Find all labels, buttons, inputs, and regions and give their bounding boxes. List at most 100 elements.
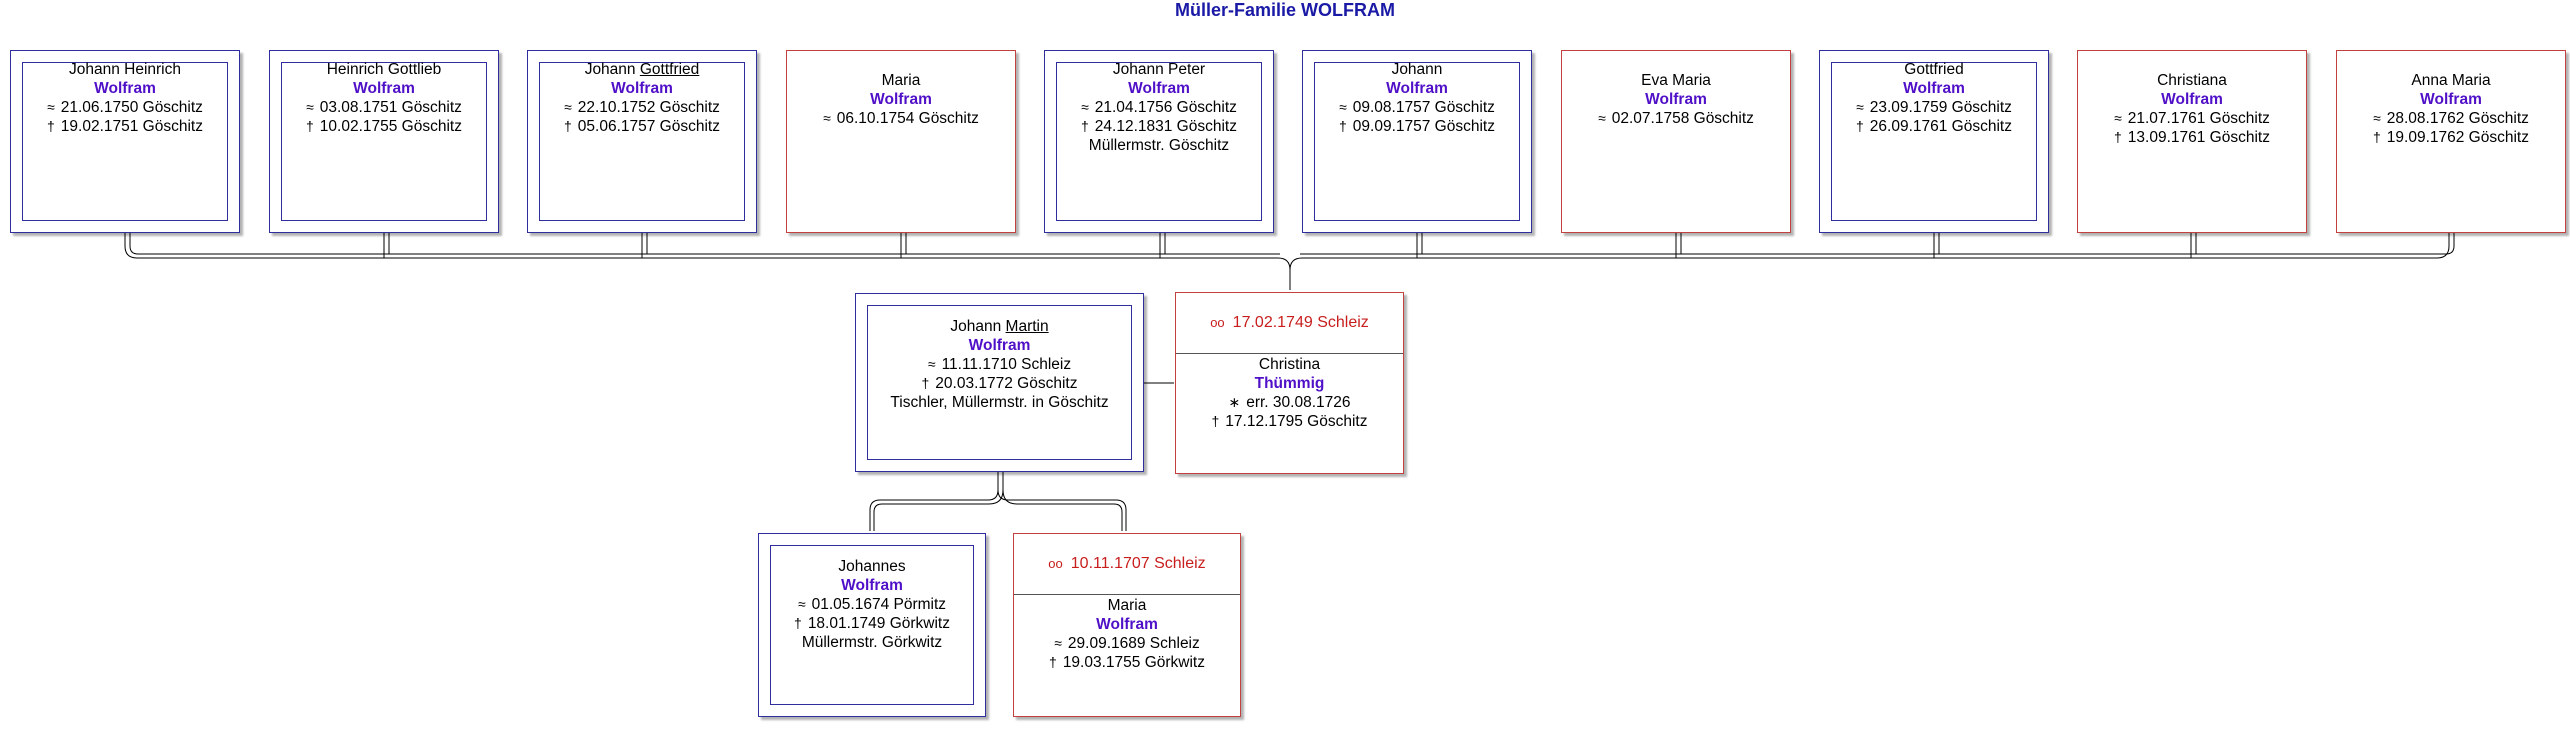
child-card[interactable]: Johann Wolfram ≈09.08.1757 Göschitz †09.… bbox=[1302, 50, 1532, 233]
children-bus-line bbox=[124, 233, 1291, 290]
card-inner-frame bbox=[281, 62, 487, 221]
baptism-icon: ≈ bbox=[1856, 99, 1864, 115]
surname: Wolfram bbox=[870, 91, 932, 108]
focus-person-card[interactable]: Johann Martin Wolfram ≈11.11.1710 Schlei… bbox=[855, 293, 1144, 472]
death-event: †18.01.1749 Görkwitz bbox=[794, 615, 950, 632]
baptism-event: ≈28.08.1762 Göschitz bbox=[2373, 110, 2529, 127]
chart-title: Müller-Familie WOLFRAM bbox=[1175, 0, 1395, 20]
baptism-icon: ≈ bbox=[1598, 110, 1606, 126]
card-inner-frame bbox=[22, 62, 228, 221]
death-icon: † bbox=[794, 615, 802, 631]
parents-link-line bbox=[873, 472, 1004, 531]
child-card[interactable]: Johann Gottfried Wolfram ≈22.10.1752 Gös… bbox=[527, 50, 757, 233]
given-name: Christiana bbox=[2157, 72, 2227, 89]
spouse-card[interactable]: oo 17.02.1749 Schleiz Christina Thümmig ∗… bbox=[1175, 292, 1404, 474]
surname: Wolfram bbox=[1645, 91, 1707, 108]
card-inner-frame bbox=[867, 305, 1132, 460]
surname: Wolfram bbox=[1386, 80, 1448, 97]
baptism-event: ≈29.09.1689 Schleiz bbox=[1054, 635, 1200, 652]
death-icon: † bbox=[1049, 654, 1057, 670]
surname: Wolfram bbox=[94, 80, 156, 97]
child-card[interactable]: Eva Maria Wolfram ≈02.07.1758 Göschitz bbox=[1561, 50, 1791, 233]
child-card[interactable]: Anna Maria Wolfram ≈28.08.1762 Göschitz … bbox=[2336, 50, 2566, 233]
occupation: Müllermstr. Görkwitz bbox=[801, 634, 943, 651]
baptism-icon: ≈ bbox=[927, 356, 936, 372]
baptism-icon: ≈ bbox=[1054, 635, 1062, 651]
parents-link-line bbox=[1002, 489, 1123, 531]
surname: Wolfram bbox=[968, 337, 1031, 354]
baptism-icon: ≈ bbox=[797, 596, 806, 612]
given-name: Eva Maria bbox=[1641, 72, 1711, 89]
children-bus-line bbox=[129, 233, 1280, 255]
father-card[interactable]: Johannes Wolfram ≈01.05.1674 Pörmitz †18… bbox=[758, 533, 986, 717]
given-name: Christina bbox=[1258, 356, 1321, 373]
surname: Wolfram bbox=[353, 80, 415, 97]
surname: Wolfram bbox=[1903, 80, 1965, 97]
card-inner-frame bbox=[770, 545, 974, 705]
given-name: Heinrich Gottlieb bbox=[326, 61, 442, 78]
surname: Wolfram bbox=[1128, 80, 1190, 97]
given-name: Johann Gottfried bbox=[584, 61, 700, 78]
death-event: †24.12.1831 Göschitz bbox=[1081, 118, 1237, 135]
marriage-rings-icon: oo bbox=[1048, 556, 1063, 571]
surname: Wolfram bbox=[841, 577, 903, 594]
given-name: Gottfried bbox=[1904, 61, 1964, 78]
baptism-icon: ≈ bbox=[564, 99, 572, 115]
surname: Wolfram bbox=[2420, 91, 2482, 108]
child-card[interactable]: Maria Wolfram ≈06.10.1754 Göschitz bbox=[786, 50, 1016, 233]
death-event: †13.09.1761 Göschitz bbox=[2114, 129, 2270, 146]
card-inner-frame bbox=[1056, 62, 1262, 221]
death-event: †05.06.1757 Göschitz bbox=[564, 118, 720, 135]
baptism-event: ≈23.09.1759 Göschitz bbox=[1856, 99, 2012, 116]
child-card[interactable]: Johann Peter Wolfram ≈21.04.1756 Göschit… bbox=[1044, 50, 1274, 233]
card-inner-frame bbox=[539, 62, 745, 221]
given-name: Johannes bbox=[838, 558, 906, 575]
given-name: Anna Maria bbox=[2411, 72, 2491, 89]
occupation: Tischler, Müllermstr. in Göschitz bbox=[890, 394, 1109, 411]
surname: Wolfram bbox=[1096, 616, 1158, 633]
baptism-icon: ≈ bbox=[1339, 99, 1347, 115]
baptism-event: ≈02.07.1758 Göschitz bbox=[1598, 110, 1754, 127]
death-icon: † bbox=[47, 118, 55, 134]
surname: Wolfram bbox=[611, 80, 673, 97]
marriage-rings-icon: oo bbox=[1210, 315, 1225, 330]
baptism-icon: ≈ bbox=[823, 110, 831, 126]
baptism-event: ≈06.10.1754 Göschitz bbox=[823, 110, 979, 127]
baptism-event: ≈03.08.1751 Göschitz bbox=[306, 99, 462, 116]
given-name: Johann Martin bbox=[950, 318, 1049, 335]
parents-link-line bbox=[869, 472, 999, 531]
death-icon: † bbox=[2373, 129, 2381, 145]
child-card[interactable]: Christiana Wolfram ≈21.07.1761 Göschitz … bbox=[2077, 50, 2307, 233]
parents-link-line bbox=[997, 489, 1127, 531]
given-name: Johann Heinrich bbox=[68, 61, 181, 78]
marriage-date: 10.11.1707 Schleiz bbox=[1070, 555, 1206, 572]
given-name: Maria bbox=[1107, 597, 1147, 614]
death-event: †20.03.1772 Göschitz bbox=[921, 375, 1078, 392]
death-icon: † bbox=[306, 118, 314, 134]
marriage-date: 17.02.1749 Schleiz bbox=[1232, 314, 1369, 331]
baptism-event: ≈21.07.1761 Göschitz bbox=[2114, 110, 2270, 127]
child-card[interactable]: Gottfried Wolfram ≈23.09.1759 Göschitz †… bbox=[1819, 50, 2049, 233]
child-card[interactable]: Johann Heinrich Wolfram ≈21.06.1750 Gösc… bbox=[10, 50, 240, 233]
marriage-header: oo 10.11.1707 Schleiz bbox=[1014, 534, 1240, 595]
baptism-icon: ≈ bbox=[2373, 110, 2381, 126]
baptism-icon: ≈ bbox=[306, 99, 314, 115]
birth-icon: ∗ bbox=[1228, 394, 1241, 410]
mother-card[interactable]: oo 10.11.1707 Schleiz Maria Wolfram ≈29.0… bbox=[1013, 533, 1241, 717]
child-card[interactable]: Heinrich Gottlieb Wolfram ≈03.08.1751 Gö… bbox=[269, 50, 499, 233]
death-event: †19.03.1755 Görkwitz bbox=[1049, 654, 1205, 671]
children-bus-line bbox=[1289, 233, 2450, 271]
death-event: †19.02.1751 Göschitz bbox=[47, 118, 203, 135]
baptism-icon: ≈ bbox=[2114, 110, 2122, 126]
given-name: Maria bbox=[881, 72, 921, 89]
death-icon: † bbox=[2114, 129, 2122, 145]
given-name: Johann bbox=[1391, 61, 1443, 78]
baptism-icon: ≈ bbox=[47, 99, 55, 115]
surname: Thümmig bbox=[1254, 375, 1325, 392]
card-inner-frame bbox=[1831, 62, 2037, 221]
death-icon: † bbox=[921, 375, 930, 391]
card-inner-frame bbox=[1314, 62, 1520, 221]
death-icon: † bbox=[1339, 118, 1347, 134]
baptism-event: ≈22.10.1752 Göschitz bbox=[564, 99, 720, 116]
